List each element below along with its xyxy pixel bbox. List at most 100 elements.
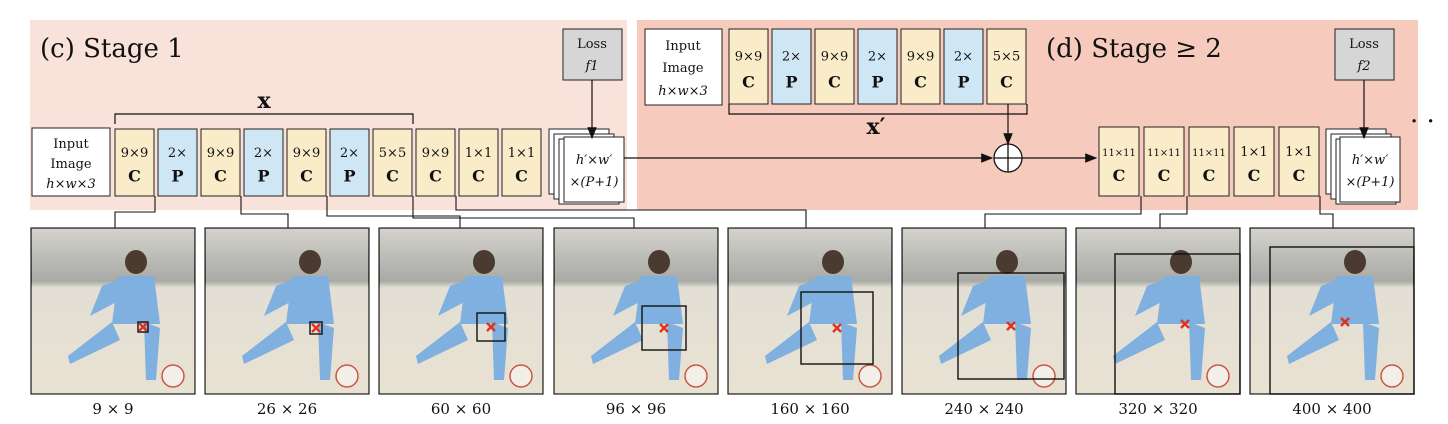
stage2-shared-layer-type: C <box>742 73 755 92</box>
receptive-field-caption: 240 × 240 <box>944 400 1023 418</box>
stage1-output-maps: h′×w′ ×(P+1) <box>548 128 625 205</box>
stage1-layer-type: C <box>128 166 141 185</box>
stage2-shared-layer-2: 2×P <box>771 28 812 105</box>
stage2-shared-layer-size: 2× <box>868 50 887 65</box>
receptive-field-connectors <box>114 196 1334 228</box>
stage2-layer-type: C <box>1248 166 1261 185</box>
stage1-brace-label: x <box>257 88 271 114</box>
stage2-shared-layer-size: 2× <box>782 50 801 65</box>
stage2-layer-size: 1×1 <box>1240 145 1267 160</box>
receptive-field-example-4: 96 × 96 <box>553 227 719 418</box>
stage2-layer-4: 1×1C <box>1233 126 1275 197</box>
stage2-layer-3: 11×11C <box>1188 126 1230 197</box>
receptive-field-caption: 26 × 26 <box>257 400 317 418</box>
stage2-shared-layer-type: P <box>957 73 969 92</box>
stage2-shared-layers: 9×9C2×P9×9C2×P9×9C2×P5×5C <box>728 28 1027 105</box>
stage1-layer-type: C <box>472 166 485 185</box>
keypoint-marker <box>486 322 496 332</box>
receptive-field-example-6: 240 × 240 <box>901 227 1067 418</box>
stage1-layer-size: 9×9 <box>207 146 234 161</box>
stage2-brace <box>728 104 1028 115</box>
stage2-input-line-1: Input <box>665 39 701 54</box>
receptive-field-box <box>309 321 323 335</box>
stage2-output-line-2: ×(P+1) <box>1346 175 1395 190</box>
stage2-shared-layer-1: 9×9C <box>728 28 769 105</box>
stage2-layer-type: C <box>1293 166 1306 185</box>
stage1-input-line-2: Image <box>50 157 92 172</box>
stage2-brace-label: x′ <box>867 114 886 140</box>
stage1-layer-size: 2× <box>168 146 187 161</box>
stage1-layer-type: C <box>386 166 399 185</box>
stage1-layers: 9×9C2×P9×9C2×P9×9C2×P5×5C9×9C1×1C1×1C <box>114 128 542 197</box>
stage1-layer-10: 1×1C <box>501 128 542 197</box>
stage2-shared-layer-size: 2× <box>954 50 973 65</box>
stage2-shared-layer-type: C <box>914 73 927 92</box>
stage1-loss-label: Loss <box>577 37 607 52</box>
stage2-layer-type: C <box>1158 166 1171 185</box>
stage2-layer-type: C <box>1203 166 1216 185</box>
stage1-layer-4: 2×P <box>243 128 284 197</box>
stage2-title: (d) Stage ≥ 2 <box>1046 34 1222 64</box>
stage1-input-line-1: Input <box>53 137 89 152</box>
receptive-field-box <box>641 305 687 351</box>
stage2-shared-layer-3: 9×9C <box>814 28 855 105</box>
stage1-layer-9: 1×1C <box>458 128 499 197</box>
stage1-loss-symbol: f1 <box>584 59 598 74</box>
stage1-input-image: Input Image h×w×3 <box>31 127 111 197</box>
stage1-layer-3: 9×9C <box>200 128 241 197</box>
receptive-field-caption: 400 × 400 <box>1292 400 1371 418</box>
stage2-shared-layer-type: P <box>871 73 883 92</box>
stage1-brace <box>114 113 414 124</box>
receptive-field-example-7: 320 × 320 <box>1075 227 1241 418</box>
stage1-layer-type: P <box>171 166 183 185</box>
stage1-title: (c) Stage 1 <box>40 34 184 64</box>
stage2-loss-symbol: f2 <box>1356 59 1370 74</box>
stage2-layer-1: 11×11C <box>1098 126 1140 197</box>
stage1-input-line-3: h×w×3 <box>46 177 96 192</box>
keypoint-marker <box>659 323 669 333</box>
concat-symbol <box>993 143 1023 173</box>
stage2-layer-5: 1×1C <box>1278 126 1320 197</box>
receptive-field-box <box>1114 253 1241 395</box>
receptive-field-example-2: 26 × 26 <box>204 227 370 418</box>
stage2-loss: Loss f2 <box>1334 28 1395 81</box>
stage2-input-line-3: h×w×3 <box>658 84 708 99</box>
stage1-loss: Loss f1 <box>562 28 623 81</box>
receptive-field-box <box>476 312 506 342</box>
stage1-layer-2: 2× P <box>157 128 198 197</box>
keypoint-marker <box>311 323 321 333</box>
stage2-shared-layer-6: 2× P <box>943 28 984 105</box>
stage1-layer-6: 2× P <box>329 128 370 197</box>
stage1-output-line-2: ×(P+1) <box>570 175 619 190</box>
stage2-output-maps: h′×w′ ×(P+1) <box>1325 128 1401 205</box>
receptive-field-example-1: 9 × 9 <box>30 227 196 418</box>
stage1-layer-size: 2× <box>340 146 359 161</box>
stage2-shared-layer-7: 5×5C <box>986 28 1027 105</box>
stage2-layer-size: 11×11 <box>1102 148 1136 159</box>
receptive-field-caption: 9 × 9 <box>92 400 133 418</box>
keypoint-marker <box>1180 319 1190 329</box>
continuation-dots: · · <box>1410 107 1435 137</box>
receptive-field-box <box>1269 246 1415 395</box>
stage1-layer-size: 1×1 <box>508 146 535 161</box>
stage1-layer-size: 5×5 <box>379 146 406 161</box>
stage1-layer-1: 9×9C <box>114 128 155 197</box>
receptive-field-example-3: 60 × 60 <box>378 227 544 418</box>
stage2-layer-size: 11×11 <box>1192 148 1226 159</box>
keypoint-marker <box>1006 321 1016 331</box>
stage1-layer-type: P <box>343 166 355 185</box>
stage2-input-line-2: Image <box>662 61 704 76</box>
stage2-layer-size: 1×1 <box>1285 145 1312 160</box>
stage1-layer-size: 9×9 <box>422 146 449 161</box>
receptive-field-box <box>957 272 1065 380</box>
stage1-layer-7: 5×5C <box>372 128 413 197</box>
stage2-output-line-1: h′×w′ <box>1352 153 1388 168</box>
stage2-layer-type: C <box>1113 166 1126 185</box>
receptive-field-caption: 96 × 96 <box>606 400 666 418</box>
stage1-layer-size: 9×9 <box>293 146 320 161</box>
stage2-shared-layer-type: C <box>1000 73 1013 92</box>
receptive-field-example-5: 160 × 160 <box>727 227 893 418</box>
stage1-layer-8: 9×9C <box>415 128 456 197</box>
